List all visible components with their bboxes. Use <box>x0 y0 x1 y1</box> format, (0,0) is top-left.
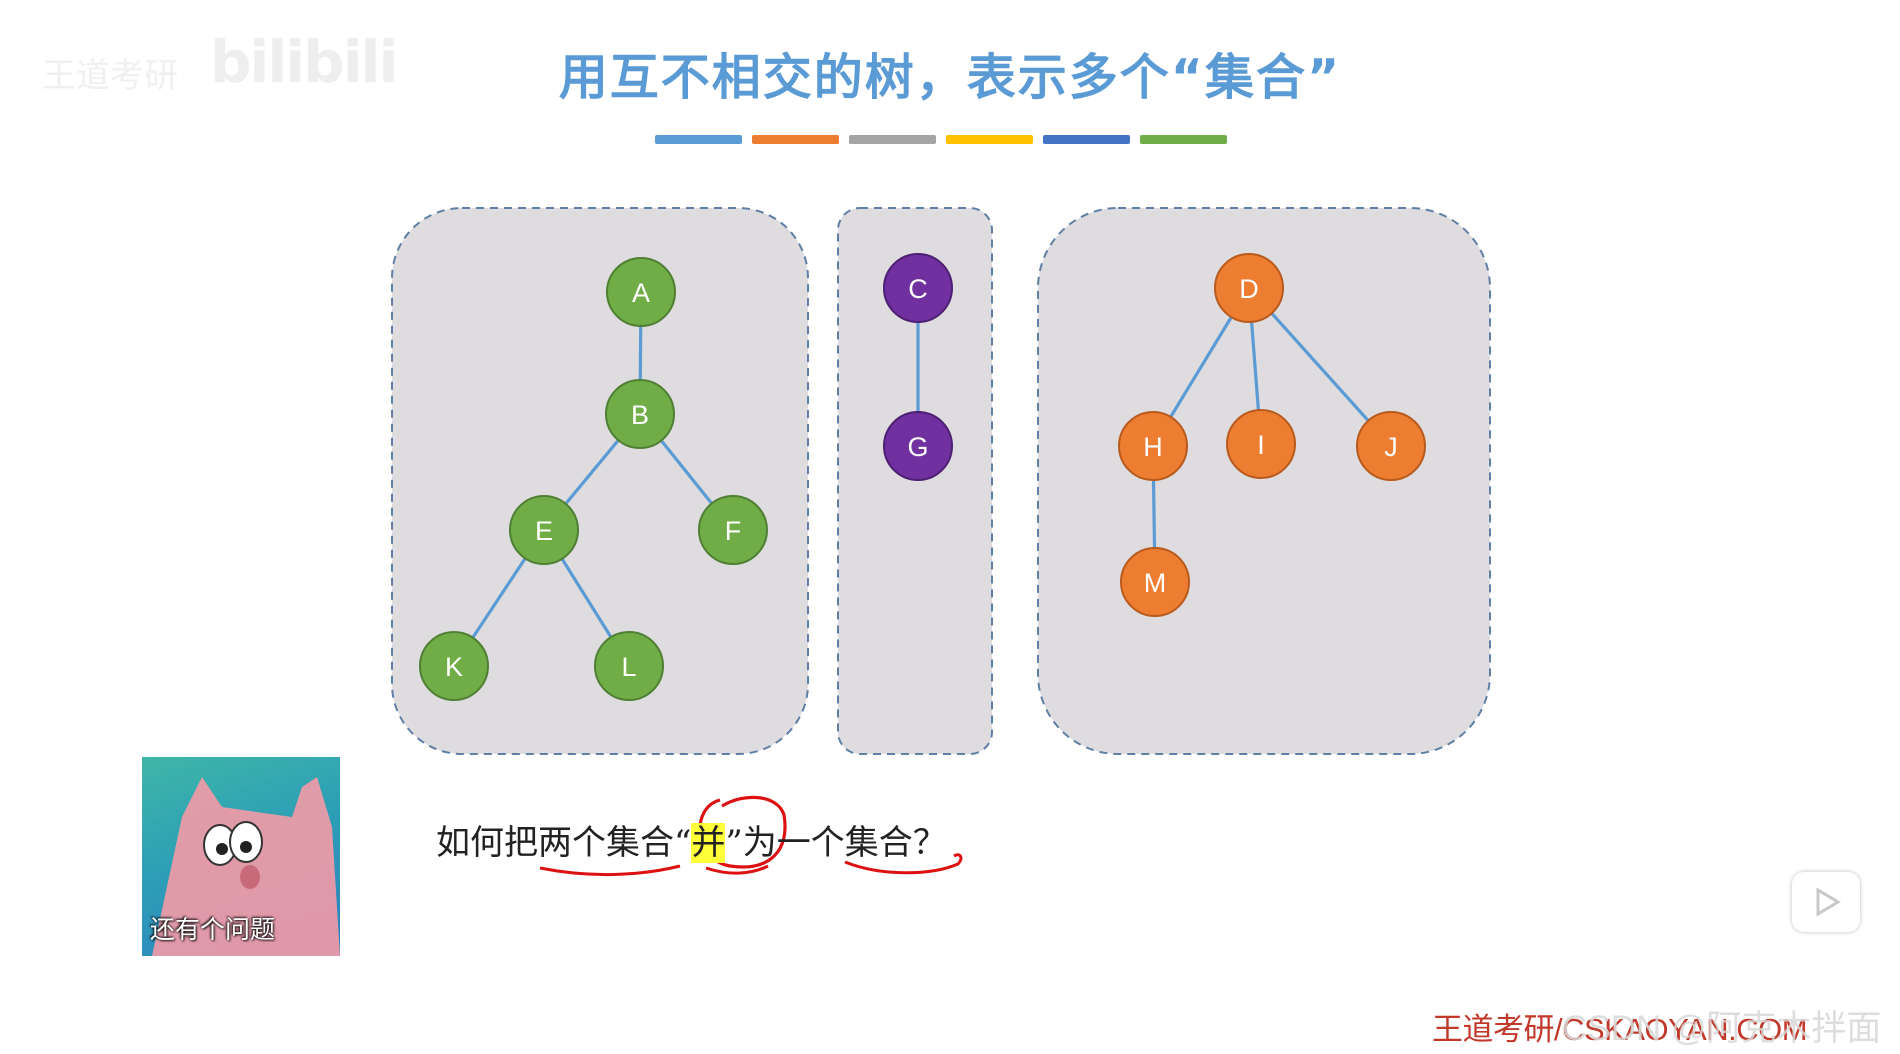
question-open-quote: “ <box>674 823 691 863</box>
patrick-meme-image: 还有个问题 <box>142 757 340 956</box>
play-icon <box>1792 872 1860 932</box>
node-a-label: A <box>632 278 650 308</box>
node-m-label: M <box>1144 568 1167 598</box>
node-g-label: G <box>907 432 928 462</box>
node-b-label: B <box>631 400 649 430</box>
underline-annotation-1 <box>540 866 680 875</box>
node-c-label: C <box>908 274 928 304</box>
question-text: 如何把两个集合“并”为一个集合？ <box>436 815 947 864</box>
node-h-label: H <box>1143 432 1163 462</box>
node-e-label: E <box>535 516 553 546</box>
question-close-quote: ” <box>725 823 742 863</box>
node-j-label: J <box>1384 432 1398 462</box>
node-i-label: I <box>1257 430 1265 460</box>
csdn-watermark: CSDN @阿克木拌面 <box>1562 1000 1881 1051</box>
node-f-label: F <box>725 516 742 546</box>
node-d-label: D <box>1239 274 1259 304</box>
node-k-label: K <box>445 652 463 682</box>
node-l-label: L <box>621 652 636 682</box>
meme-caption: 还有个问题 <box>150 910 275 946</box>
video-play-button[interactable] <box>1792 872 1860 932</box>
question-part1: 如何把两个集合 <box>436 823 674 863</box>
question-part2: 为一个集合？ <box>743 823 947 863</box>
question-highlight: 并 <box>691 823 725 863</box>
